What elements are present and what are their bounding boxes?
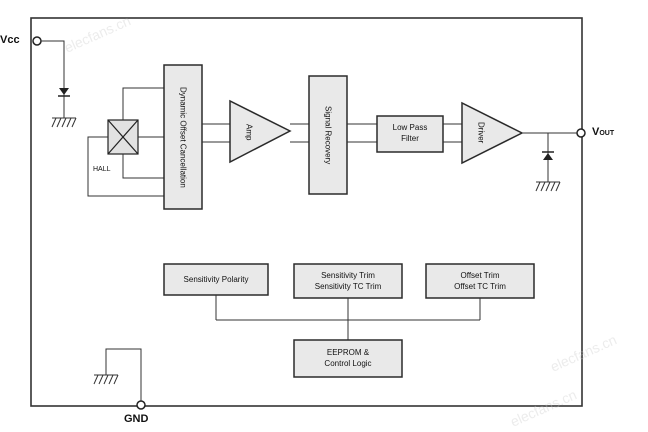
doc-to-amp-wires xyxy=(202,123,230,143)
sensitivity-trim-label: Sensitivity Trim Sensitivity TC Trim xyxy=(294,270,402,292)
amp-triangle xyxy=(229,99,292,164)
vcc-ground-symbol xyxy=(51,117,77,128)
signal-recovery-label: Signal Recovery xyxy=(323,105,333,165)
gnd-ground-symbol xyxy=(93,374,119,385)
offset-trim-label: Offset Trim Offset TC Trim xyxy=(426,270,534,292)
offset-trim-line-1: Offset Trim xyxy=(460,271,500,280)
offset-trim-line-2: Offset TC Trim xyxy=(454,282,506,291)
driver-triangle xyxy=(461,101,524,165)
dynamic-offset-label: Dynamic Offset Cancellation xyxy=(178,86,188,188)
chip-outline xyxy=(30,17,583,407)
sensitivity-polarity-block xyxy=(163,263,269,296)
sensitivity-polarity-label: Sensitivity Polarity xyxy=(183,275,249,284)
vout-label: VOUT xyxy=(592,126,614,138)
trim-bus-wiring xyxy=(215,295,481,340)
filter-to-driver-wires xyxy=(443,123,462,143)
gnd-wiring xyxy=(105,348,142,401)
sensitivity-trim-line-1: Sensitivity Trim xyxy=(321,271,375,280)
eeprom-label: EEPROM & Control Logic xyxy=(294,347,402,369)
hall-wiring xyxy=(87,87,164,197)
vcc-clamp-diode xyxy=(58,88,70,97)
amp-to-recovery-wires xyxy=(290,123,309,143)
amp-label: Amp xyxy=(244,123,254,141)
vout-label-main: V xyxy=(592,126,600,138)
low-pass-filter-line-1: Low Pass xyxy=(392,123,428,132)
vcc-pin xyxy=(32,36,65,118)
sensitivity-trim-line-2: Sensitivity TC Trim xyxy=(314,282,382,291)
eeprom-line-2: Control Logic xyxy=(324,359,372,368)
hall-label: HALL xyxy=(93,166,111,173)
dynamic-offset-block xyxy=(163,64,203,210)
low-pass-filter-label: Low Pass Filter xyxy=(377,122,443,144)
recovery-to-filter-wires xyxy=(347,123,377,143)
vout-pin xyxy=(576,128,586,138)
eeprom-line-1: EEPROM & xyxy=(326,348,370,357)
vout-ground-symbol xyxy=(535,181,561,192)
vcc-label: Vcc xyxy=(0,34,20,46)
driver-label: Driver xyxy=(476,122,486,144)
low-pass-filter-block xyxy=(376,115,444,153)
hall-element xyxy=(107,119,139,155)
gnd-label: GND xyxy=(124,413,149,425)
signal-recovery-block xyxy=(308,75,348,195)
low-pass-filter-line-2: Filter xyxy=(401,134,419,143)
eeprom-block xyxy=(293,339,403,378)
gnd-pin xyxy=(136,400,146,410)
vout-label-sub: OUT xyxy=(599,130,615,137)
vout-clamp-diode xyxy=(542,151,554,160)
